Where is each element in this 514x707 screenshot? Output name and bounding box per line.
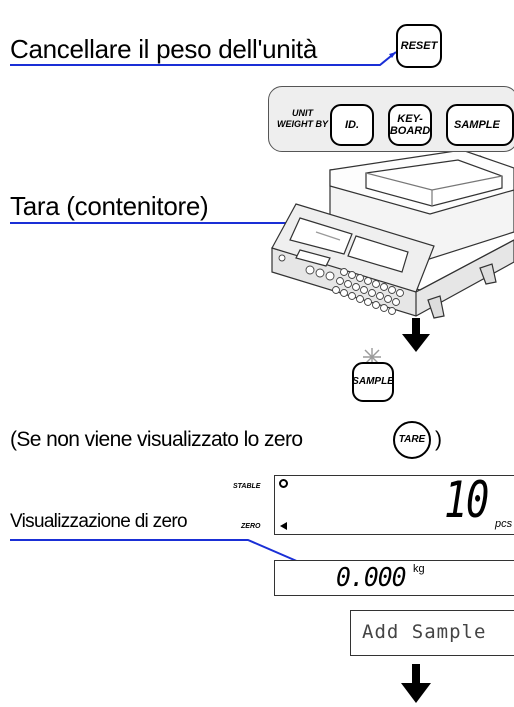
- step-tare-container: Tara (contenitore): [10, 191, 209, 221]
- counting-scale-illustration: [271, 149, 514, 319]
- pointer-reset: [10, 51, 397, 66]
- count-unit: pcs: [495, 518, 513, 530]
- count-value: 10: [444, 471, 489, 529]
- close-paren: ): [435, 428, 442, 451]
- unit-weight-by-label: UNIT WEIGHT BY: [277, 108, 328, 129]
- tare-key[interactable]: TARE: [393, 421, 431, 459]
- stable-label: STABLE: [233, 483, 261, 490]
- sample-key-mid[interactable]: SAMPLE: [352, 362, 394, 402]
- weight-display: [274, 560, 514, 596]
- sample-key-top[interactable]: SAMPLE: [446, 104, 514, 146]
- weight-unit: kg: [413, 563, 425, 575]
- id-key[interactable]: ID.: [330, 104, 374, 146]
- down-arrow-2-icon: [401, 664, 431, 703]
- keyboard-key[interactable]: KEY- BOARD: [388, 104, 432, 146]
- weight-value: 0.000: [336, 563, 407, 593]
- stable-indicator-icon: [279, 479, 288, 488]
- step-if-zero-not-shown: (Se non viene visualizzato lo zero: [10, 428, 303, 451]
- step-cancel-unit-weight: Cancellare il peso dell'unità: [10, 34, 318, 64]
- down-arrow-1-icon: [402, 318, 430, 352]
- reset-key[interactable]: RESET: [396, 24, 442, 68]
- zero-label: ZERO: [241, 523, 261, 530]
- message-text: Add Sample: [362, 621, 487, 643]
- message-display: [350, 610, 514, 656]
- count-display: [274, 475, 514, 535]
- pointer-reset-head: [389, 52, 396, 58]
- zero-indicator-icon: [280, 522, 287, 530]
- step-zero-display: Visualizzazione di zero: [10, 511, 188, 532]
- blink-ray-sample-mid-icon: [363, 348, 381, 366]
